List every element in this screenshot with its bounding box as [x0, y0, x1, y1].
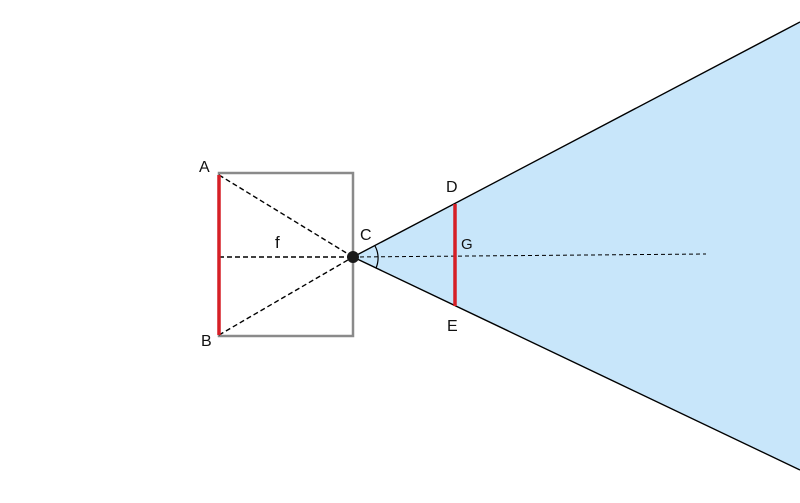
ray-b-to-c: [218, 256, 354, 336]
angle-arc: [374, 245, 379, 269]
label-d: D: [446, 179, 458, 196]
label-c: C: [360, 227, 372, 244]
camera-box: [217, 171, 355, 338]
label-f: f: [275, 233, 280, 252]
ray-a-to-c: [218, 174, 354, 258]
label-g: G: [461, 236, 473, 253]
pinhole-dot: [347, 251, 359, 263]
label-e: E: [447, 318, 458, 335]
view-cone: [353, 22, 800, 470]
cone-lower-edge: [352, 256, 800, 471]
label-a: A: [199, 159, 210, 176]
cone-upper-edge: [352, 21, 800, 258]
label-b: B: [201, 333, 212, 350]
optical-axis: [352, 253, 707, 258]
